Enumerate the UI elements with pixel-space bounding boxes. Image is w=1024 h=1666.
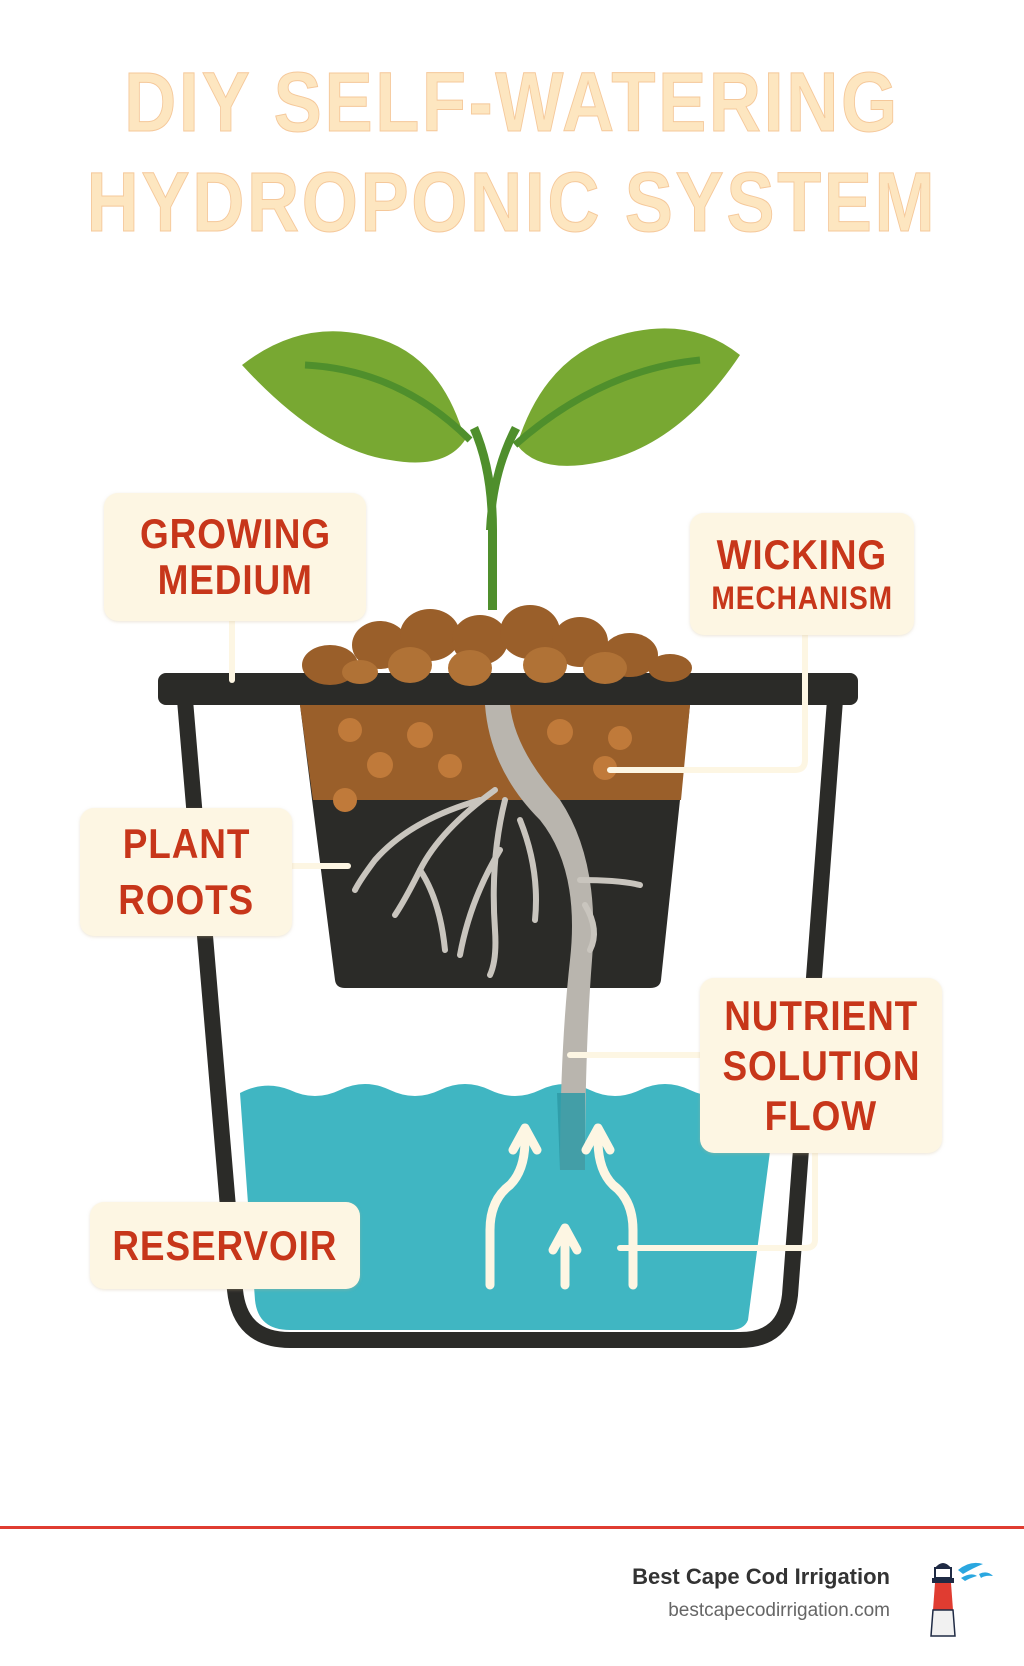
brand-url: bestcapecodirrigation.com bbox=[668, 1600, 890, 1621]
label-line: ROOTS bbox=[118, 876, 254, 923]
title-line-2: HYDROPONIC SYSTEM bbox=[86, 155, 938, 250]
label-wicking-mechanism: WICKING MECHANISM bbox=[690, 513, 914, 635]
growing-medium-pebbles bbox=[302, 605, 692, 686]
pot-rim bbox=[158, 673, 858, 705]
flow-arrows bbox=[485, 1123, 638, 1290]
wick bbox=[485, 705, 594, 1170]
label-line: MECHANISM bbox=[711, 580, 893, 616]
label-plant-roots: PLANT ROOTS bbox=[80, 808, 292, 936]
plant-roots bbox=[352, 787, 643, 978]
label-nutrient-solution-flow: NUTRIENT SOLUTION FLOW bbox=[700, 978, 942, 1153]
label-line: SOLUTION bbox=[722, 1041, 920, 1089]
label-line: WICKING bbox=[716, 531, 888, 578]
footer-divider bbox=[0, 1526, 1024, 1529]
label-line: RESERVOIR bbox=[112, 1221, 338, 1269]
label-line: MEDIUM bbox=[157, 556, 313, 603]
label-line: GROWING bbox=[139, 510, 331, 557]
label-line: NUTRIENT bbox=[724, 991, 918, 1039]
label-line: FLOW bbox=[764, 1091, 878, 1139]
water bbox=[240, 1084, 778, 1330]
title-line-1: DIY SELF-WATERING bbox=[124, 55, 900, 150]
seedling bbox=[242, 328, 740, 610]
brand-name: Best Cape Cod Irrigation bbox=[632, 1564, 890, 1589]
label-growing-medium: GROWING MEDIUM bbox=[104, 493, 366, 621]
lighthouse-icon bbox=[930, 1562, 993, 1637]
leader-lines bbox=[229, 617, 818, 1251]
reservoir-container bbox=[177, 699, 843, 1348]
label-line: PLANT bbox=[122, 820, 250, 867]
label-reservoir: RESERVOIR bbox=[90, 1202, 360, 1289]
